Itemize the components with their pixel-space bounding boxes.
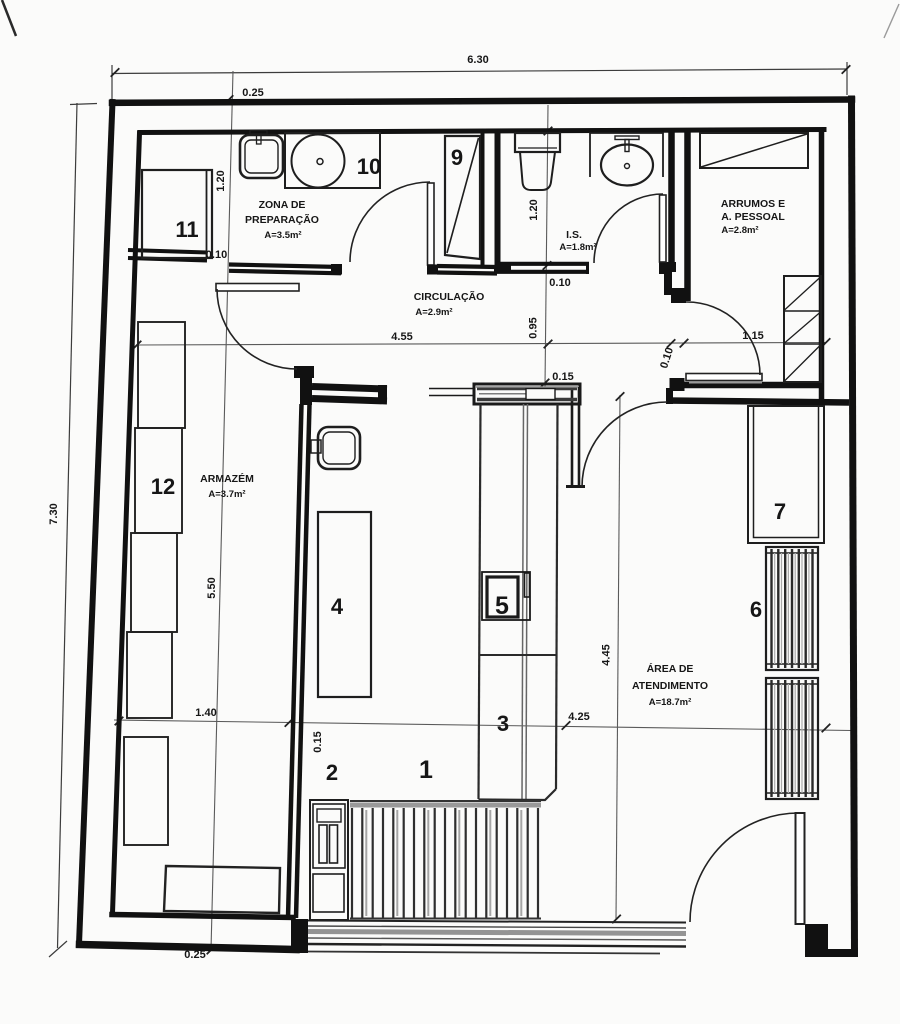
svg-text:0.25: 0.25 [184, 949, 205, 961]
svg-text:7.30: 7.30 [48, 503, 60, 524]
svg-text:ATENDIMENTO: ATENDIMENTO [632, 680, 708, 692]
svg-text:I.S.: I.S. [566, 229, 582, 241]
svg-text:6.30: 6.30 [467, 54, 488, 66]
svg-text:ÁREA DE: ÁREA DE [647, 662, 694, 675]
svg-text:ARRUMOS E: ARRUMOS E [721, 198, 785, 210]
svg-text:4.25: 4.25 [568, 711, 589, 723]
svg-text:ZONA DE: ZONA DE [259, 199, 306, 211]
svg-text:11: 11 [175, 217, 198, 242]
svg-text:10: 10 [357, 154, 381, 179]
svg-text:1.15: 1.15 [742, 330, 763, 342]
svg-text:5.50: 5.50 [206, 577, 218, 598]
svg-text:1.20: 1.20 [528, 199, 540, 220]
svg-text:3: 3 [497, 711, 509, 736]
svg-text:12: 12 [151, 474, 175, 499]
svg-text:0.95: 0.95 [528, 317, 540, 338]
svg-text:0.25: 0.25 [242, 87, 263, 99]
svg-text:A=1.8m²: A=1.8m² [559, 242, 596, 253]
svg-text:A=3.5m²: A=3.5m² [264, 230, 301, 241]
svg-text:0.10: 0.10 [549, 277, 570, 289]
svg-text:4.55: 4.55 [391, 331, 412, 343]
svg-text:A=2.9m²: A=2.9m² [415, 307, 452, 318]
svg-text:1.20: 1.20 [215, 170, 227, 191]
svg-text:1: 1 [419, 756, 433, 784]
svg-text:4: 4 [331, 594, 344, 619]
svg-text:A=2.8m²: A=2.8m² [721, 225, 758, 236]
svg-text:7: 7 [774, 499, 786, 524]
svg-text:0.10: 0.10 [206, 249, 227, 261]
svg-text:2: 2 [326, 760, 338, 785]
svg-text:0.15: 0.15 [552, 371, 573, 383]
svg-text:ARMAZÉM: ARMAZÉM [200, 472, 254, 485]
svg-text:5: 5 [495, 592, 509, 620]
svg-text:A=18.7m²: A=18.7m² [649, 697, 692, 708]
svg-text:4.45: 4.45 [601, 644, 613, 665]
svg-text:PREPARAÇÃO: PREPARAÇÃO [245, 213, 319, 226]
svg-text:A=3.7m²: A=3.7m² [208, 489, 245, 500]
svg-text:0.15: 0.15 [312, 731, 324, 752]
svg-text:9: 9 [451, 145, 463, 170]
svg-text:CIRCULAÇÃO: CIRCULAÇÃO [414, 290, 485, 303]
svg-text:A. PESSOAL: A. PESSOAL [721, 211, 785, 223]
svg-text:6: 6 [750, 597, 762, 622]
svg-text:1.40: 1.40 [195, 707, 216, 719]
